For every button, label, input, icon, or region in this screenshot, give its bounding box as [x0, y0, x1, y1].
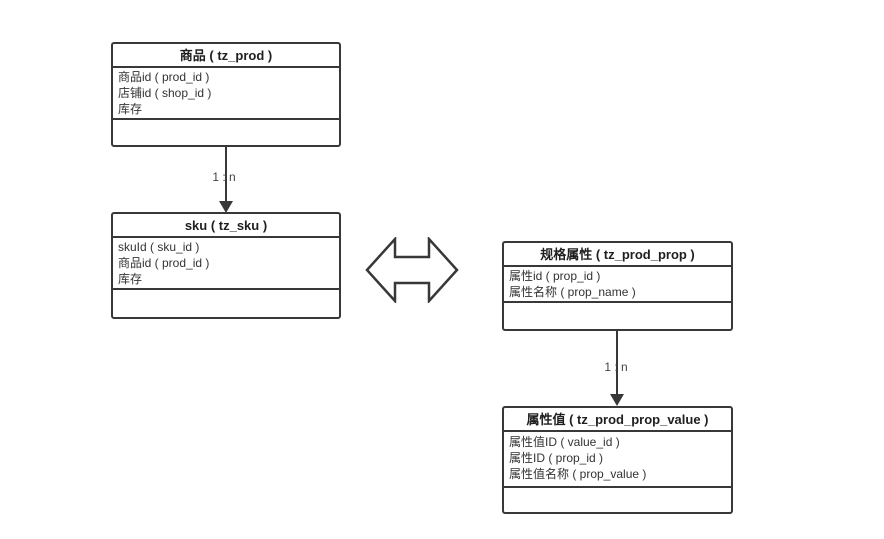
field-row: 属性ID ( prop_id )	[509, 451, 604, 465]
entity-table-prod-prop-value: 属性值 ( tz_prod_prop_value ) 属性值ID ( value…	[502, 406, 733, 514]
entity-footer-empty	[504, 488, 731, 512]
field-row: 商品id ( prod_id )	[118, 70, 210, 84]
field-row: 属性id ( prop_id )	[509, 269, 601, 283]
field-row: 属性名称 ( prop_name )	[509, 285, 636, 299]
entity-fields-prod: 商品id ( prod_id ) 店铺id ( shop_id ) 库存	[113, 68, 339, 120]
field-row: 库存	[118, 272, 143, 286]
field-row: 属性值名称 ( prop_value )	[509, 467, 647, 481]
connector-label-prop-propvalue: 1 : n	[604, 360, 628, 374]
field-row: 属性值ID ( value_id )	[509, 435, 620, 449]
entity-footer-empty	[504, 303, 731, 329]
entity-footer-empty	[113, 290, 339, 317]
entity-title-sku: sku ( tz_sku )	[113, 214, 339, 238]
entity-fields-prod-prop: 属性id ( prop_id ) 属性名称 ( prop_name )	[504, 267, 731, 303]
connector-label-prod-sku: 1 : n	[212, 170, 236, 184]
entity-title-prod-prop-value: 属性值 ( tz_prod_prop_value )	[504, 408, 731, 432]
entity-table-sku: sku ( tz_sku ) skuId ( sku_id ) 商品id ( p…	[111, 212, 341, 319]
entity-fields-prod-prop-value: 属性值ID ( value_id ) 属性ID ( prop_id ) 属性值名…	[504, 432, 731, 488]
field-row: skuId ( sku_id )	[118, 240, 200, 254]
arrowhead-down-icon	[219, 201, 233, 213]
field-row: 店铺id ( shop_id )	[118, 86, 212, 100]
connector-line-prop-propvalue	[616, 331, 618, 395]
entity-table-prod: 商品 ( tz_prod ) 商品id ( prod_id ) 店铺id ( s…	[111, 42, 341, 147]
entity-footer-empty	[113, 120, 339, 145]
entity-fields-sku: skuId ( sku_id ) 商品id ( prod_id ) 库存	[113, 238, 339, 290]
arrowhead-down-icon	[610, 394, 624, 406]
connector-line-prod-sku	[225, 147, 227, 203]
double-arrow-icon	[365, 237, 459, 303]
entity-table-prod-prop: 规格属性 ( tz_prod_prop ) 属性id ( prop_id ) 属…	[502, 241, 733, 331]
entity-title-prod-prop: 规格属性 ( tz_prod_prop )	[504, 243, 731, 267]
entity-title-prod: 商品 ( tz_prod )	[113, 44, 339, 68]
field-row: 库存	[118, 102, 143, 116]
field-row: 商品id ( prod_id )	[118, 256, 210, 270]
